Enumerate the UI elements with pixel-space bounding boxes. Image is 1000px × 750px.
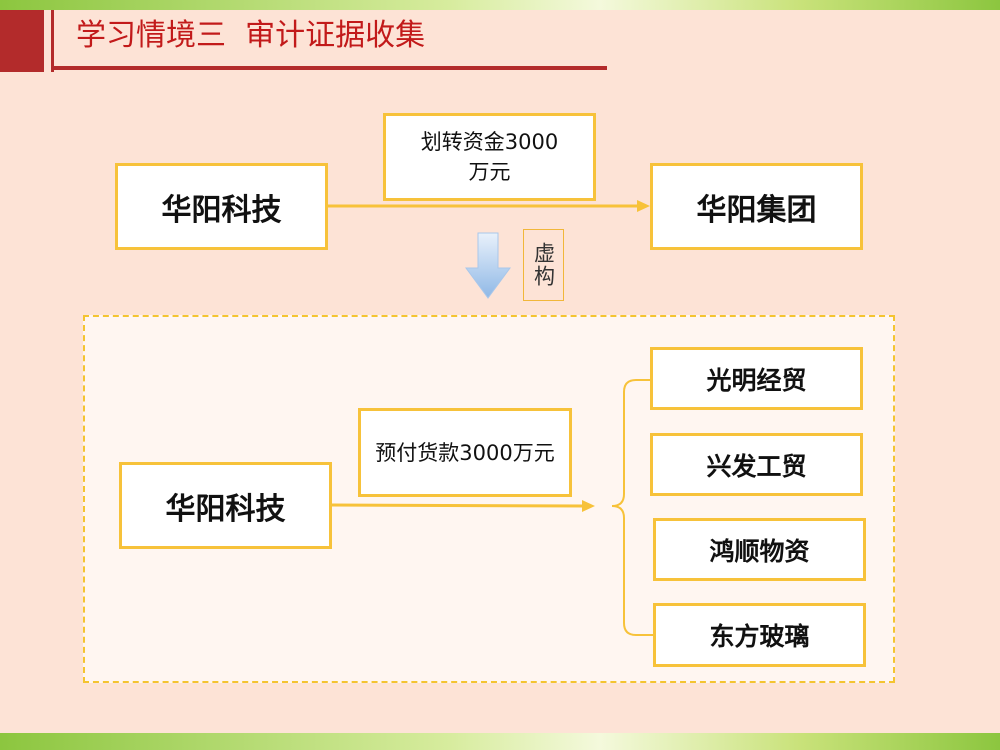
recipient-label-3: 鸿顺物资 [709, 536, 810, 566]
title-underline [51, 66, 607, 70]
bottom-source-label: 华阳科技 [165, 491, 286, 527]
page-title: 学习情境三 审计证据收集 [76, 18, 426, 53]
recipient-box-1: 光明经贸 [650, 347, 863, 410]
bottom-payment-label-box: 预付货款3000万元 [358, 408, 572, 497]
top-transfer-label: 划转资金3000万元 [420, 130, 559, 184]
recipient-box-4: 东方玻璃 [653, 603, 866, 667]
top-arrowhead [637, 200, 650, 212]
bottom-arrowhead [582, 500, 595, 512]
top-target-label: 华阳集团 [696, 192, 817, 228]
recipient-label-1: 光明经贸 [706, 365, 807, 395]
title-accent-line [51, 10, 54, 72]
recipient-label-4: 东方玻璃 [709, 622, 810, 651]
fabrication-note-text: 虚构 [531, 242, 556, 288]
recipient-label-2: 兴发工贸 [706, 451, 807, 481]
top-target-box: 华阳集团 [650, 163, 863, 250]
bottom-payment-arrow [331, 503, 586, 508]
top-accent-bar [0, 0, 1000, 10]
recipients-brace [611, 379, 653, 636]
top-transfer-label-box: 划转资金3000万元 [383, 113, 596, 201]
bottom-source-box: 华阳科技 [119, 462, 332, 549]
bottom-payment-label: 预付货款3000万元 [375, 440, 555, 465]
title-accent-block [0, 10, 44, 72]
top-source-label: 华阳科技 [161, 192, 282, 228]
down-arrow-icon [465, 232, 511, 299]
recipient-box-2: 兴发工贸 [650, 433, 863, 496]
recipient-box-3: 鸿顺物资 [653, 518, 866, 581]
fabrication-note: 虚构 [523, 229, 564, 301]
top-source-box: 华阳科技 [115, 163, 328, 250]
bottom-accent-bar [0, 733, 1000, 750]
